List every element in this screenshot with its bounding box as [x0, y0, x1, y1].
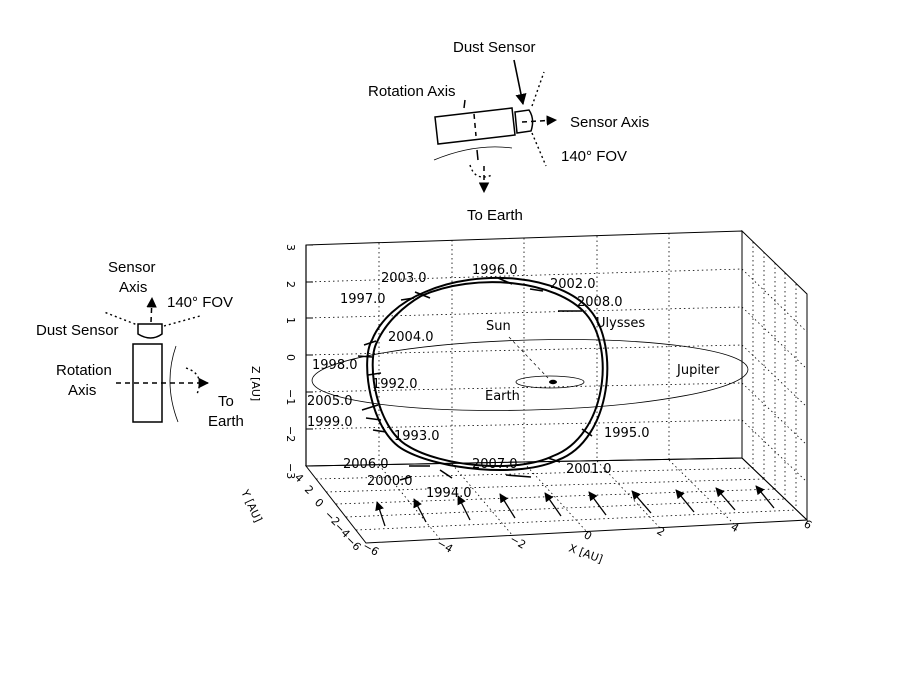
- epoch-label: 2000.0: [367, 474, 413, 489]
- epoch-label: 2005.0: [307, 394, 353, 409]
- left-dust-sensor-head: [137, 323, 163, 339]
- epoch-label: 1994.0: [426, 486, 472, 501]
- left-fov-label: 140° FOV: [167, 294, 233, 311]
- epoch-label: 1992.0: [372, 377, 418, 392]
- plot-box: [304, 229, 809, 544]
- top-sensor-axis-label: Sensor Axis: [570, 114, 649, 131]
- top-to-earth-label: To Earth: [467, 207, 523, 224]
- y-tick-labels: −6 −4 −2 0 2 4: [292, 471, 364, 554]
- fov-boundary-lower: [531, 132, 547, 167]
- x-tick: 0: [582, 528, 595, 543]
- epoch-label: 2007.0: [472, 457, 518, 472]
- epoch-labels: 1996.0 2002.0 2003.0 1997.0 2008.0 2004.…: [307, 263, 650, 501]
- top-rotation-sense-arc: [469, 164, 493, 178]
- top-rotation-axis-line: [473, 113, 477, 137]
- left-rotation-sense-arc: [185, 367, 201, 395]
- x-axis-title: X [AU]: [567, 542, 605, 566]
- left-fov-boundary-right: [163, 315, 201, 327]
- z-tick: −2: [284, 426, 297, 442]
- x-tick: 6: [802, 517, 815, 532]
- z-tick: 2: [284, 281, 297, 288]
- z-tick: 1: [284, 317, 297, 324]
- top-sensor-axis-arrow: [521, 115, 558, 126]
- left-spacecraft-inset: Sensor Axis 140° FOV Dust Sensor Rotatio…: [36, 259, 244, 430]
- ulysses-orbit: [366, 276, 609, 472]
- jupiter-orbit: [311, 339, 749, 411]
- y-tick: 0: [312, 496, 326, 510]
- x-tick: 4: [729, 520, 742, 535]
- epoch-label: 1995.0: [604, 426, 650, 441]
- epoch-label: 1997.0: [340, 292, 386, 307]
- epoch-label: 2003.0: [381, 271, 427, 286]
- left-rotation-axis-label-line1: Rotation: [56, 362, 112, 379]
- x-tick: 2: [655, 524, 668, 539]
- epoch-label: 1996.0: [472, 263, 518, 278]
- body-labels: Sun Earth Jupiter Ulysses: [485, 316, 720, 404]
- y-axis-title: Y [AU]: [238, 487, 265, 525]
- fov-boundary-upper: [531, 71, 545, 107]
- ulysses-orbit-path-a: [366, 276, 609, 472]
- top-fov-label: 140° FOV: [561, 148, 627, 165]
- rotation-axis-tick: [463, 99, 466, 109]
- jupiter-label: Jupiter: [676, 363, 720, 378]
- z-tick: 0: [284, 354, 297, 361]
- ulysses-label: Ulysses: [596, 316, 645, 331]
- left-to-earth-label-line1: To: [218, 393, 234, 410]
- antenna-dish-arc: [433, 146, 513, 161]
- sun-pointer: [508, 336, 549, 379]
- left-fov-boundary-left: [103, 311, 141, 327]
- left-antenna-arc: [169, 345, 179, 423]
- top-dust-sensor-label: Dust Sensor: [453, 39, 536, 56]
- epoch-label: 2001.0: [566, 462, 612, 477]
- left-dust-sensor-label: Dust Sensor: [36, 322, 119, 339]
- sun-label: Sun: [486, 319, 511, 334]
- planet-orbits: [311, 336, 749, 411]
- epoch-ticks: [357, 277, 593, 481]
- left-sensor-axis-label-line1: Sensor: [108, 259, 156, 276]
- z-tick: −1: [284, 389, 297, 405]
- epoch-label: 2008.0: [577, 295, 623, 310]
- left-to-earth-label-line2: Earth: [208, 413, 244, 430]
- right-wall: [741, 229, 808, 522]
- y-tick: 2: [302, 483, 316, 497]
- floor: [304, 457, 809, 544]
- dust-flow-arrows: [375, 485, 775, 527]
- top-rotation-axis-label: Rotation Axis: [368, 83, 456, 100]
- top-spacecraft-inset: Dust Sensor Rotation Axis Sensor Axis 14…: [368, 39, 649, 224]
- epoch-label: 1998.0: [312, 358, 358, 373]
- dust-sensor-pointer-arrow: [513, 59, 527, 106]
- left-sensor-axis-label-line2: Axis: [119, 279, 147, 296]
- earth-label: Earth: [485, 389, 520, 404]
- z-axis-title: Z [AU]: [249, 366, 262, 401]
- left-rotation-axis-label-line2: Axis: [68, 382, 96, 399]
- epoch-label: 1993.0: [394, 429, 440, 444]
- left-sensor-axis-arrow: [146, 296, 157, 323]
- top-axis-lower-tick: [476, 149, 479, 161]
- sun-marker: [549, 379, 557, 385]
- epoch-label: 2006.0: [343, 457, 389, 472]
- epoch-label: 2004.0: [388, 330, 434, 345]
- ulysses-orbit-path-b: [371, 281, 604, 468]
- earth-orbit: [515, 375, 585, 389]
- epoch-label: 1999.0: [307, 415, 353, 430]
- z-tick-labels: 3 2 1 0 −1 −2 −3: [284, 244, 297, 479]
- epoch-label: 2002.0: [550, 277, 596, 292]
- z-tick: −3: [284, 463, 297, 479]
- z-tick: 3: [284, 244, 297, 251]
